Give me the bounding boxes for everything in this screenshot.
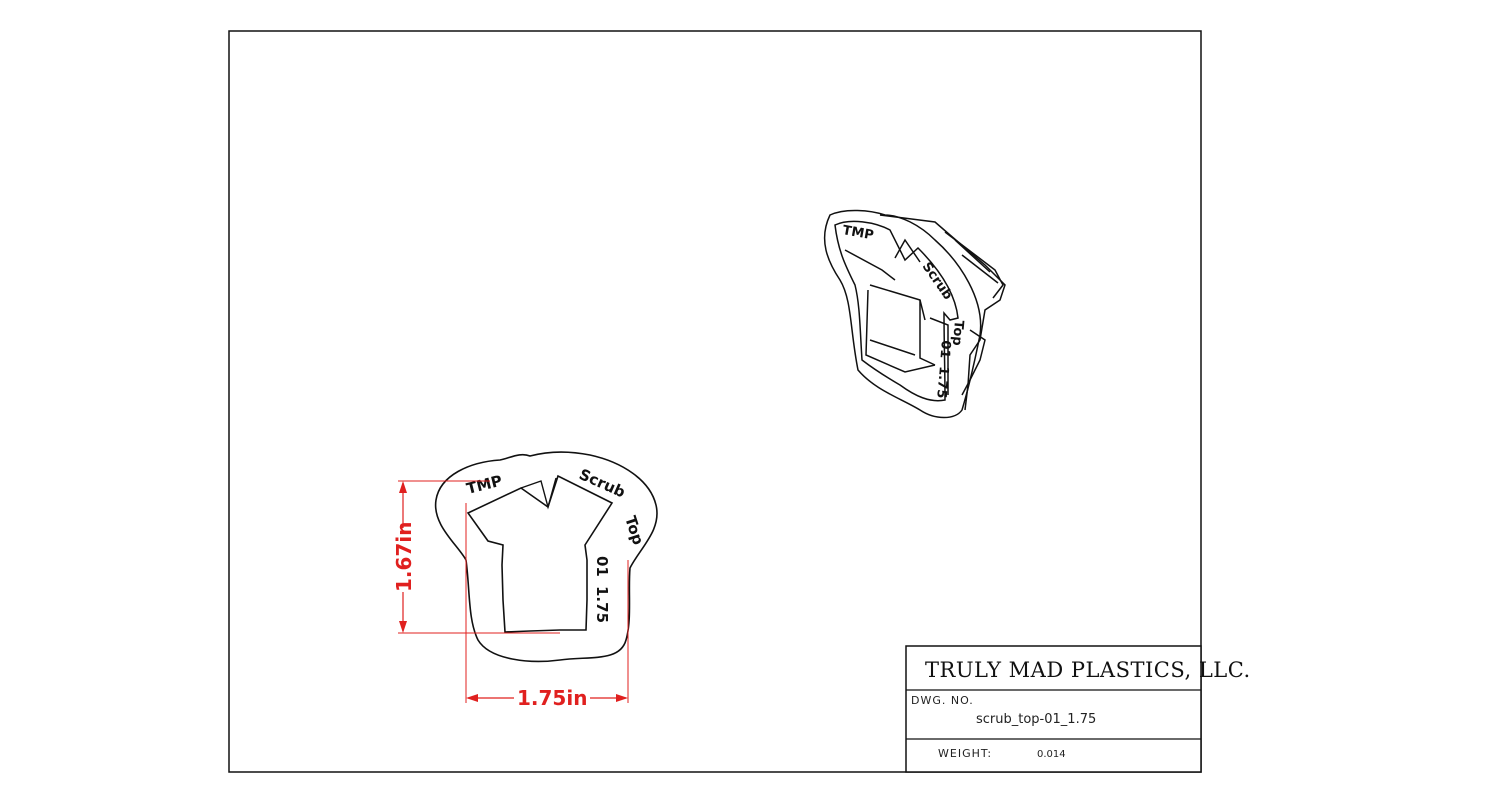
dwg-no-label: DWG. NO. bbox=[911, 694, 974, 707]
iso-engrave-tmp: TMP bbox=[841, 223, 874, 243]
company-name: TRULY MAD PLASTICS, LLC. bbox=[925, 658, 1251, 682]
sheet-border bbox=[228, 30, 1202, 773]
width-label: 1.75in bbox=[517, 686, 587, 710]
weight-value: 0.014 bbox=[1037, 749, 1066, 760]
engrave-size: 1.75 bbox=[593, 586, 611, 623]
iso-engrave-scrub: Scrub bbox=[919, 260, 955, 303]
engrave-tmp: TMP bbox=[465, 472, 504, 498]
cutter-outer-outline bbox=[434, 451, 658, 663]
cutter-inner-shirt bbox=[466, 474, 614, 633]
top-view: TMP Scrub Top 01 1.75 bbox=[434, 451, 658, 663]
isometric-view: TMP Scrub Top 01 1.75 bbox=[823, 209, 1006, 419]
dimension-height: 1.67in bbox=[392, 480, 560, 634]
engrave-model: 01 bbox=[593, 556, 611, 577]
iso-engrave-size: 1.75 bbox=[933, 366, 951, 399]
weight-label: WEIGHT: bbox=[938, 747, 992, 760]
engrave-top: Top bbox=[621, 514, 647, 548]
iso-engrave-top: Top bbox=[949, 320, 966, 347]
collar-v bbox=[520, 477, 557, 510]
height-label: 1.67in bbox=[392, 522, 416, 592]
title-block: TRULY MAD PLASTICS, LLC. DWG. NO. scrub_… bbox=[905, 645, 1251, 773]
dimension-width: 1.75in bbox=[465, 503, 629, 710]
engrave-scrub: Scrub bbox=[576, 465, 628, 501]
iso-engrave-model: 01 bbox=[936, 340, 953, 359]
dwg-no-value: scrub_top-01_1.75 bbox=[976, 712, 1096, 727]
